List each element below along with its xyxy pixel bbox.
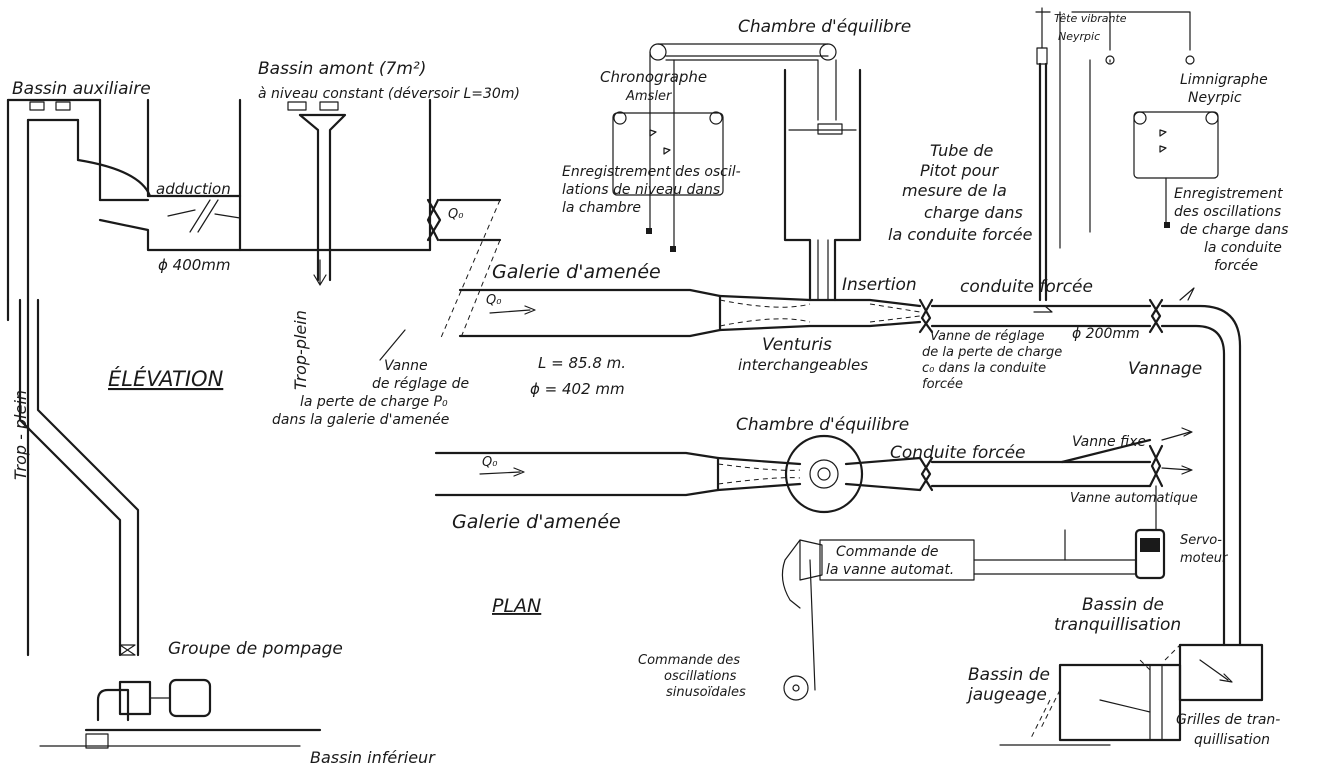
label-q0-elevation: Q₀ [486,293,502,308]
label-tete-vibrante: Tête vibrante [1054,12,1127,25]
label-plan: PLAN [492,595,541,617]
label-adduction: adduction [156,180,231,198]
label-enreg-charge-3: de charge dans [1180,222,1288,238]
label-vanne-galerie-3: la perte de charge P₀ [300,394,448,410]
pitot-tube [1033,7,1195,313]
label-groupe-pompage: Groupe de pompage [168,639,343,659]
label-insertion: Insertion [842,275,917,295]
penstock-plan [918,427,1193,531]
label-servomoteur-2: moteur [1180,551,1229,566]
supply-gallery-plan [434,451,922,497]
label-trop-plein-left: Trop - plein [11,390,30,480]
label-commande-osc-3: sinusoïdales [666,685,746,700]
label-enreg-charge-4: la conduite [1204,240,1282,256]
label-limnigraphe: Limnigraphe [1180,72,1268,88]
label-q0-gallery: Q₀ [448,207,464,222]
label-bassin-auxiliaire: Bassin auxiliaire [12,79,151,99]
supply-gallery-elevation [458,288,922,338]
label-grilles-2: quillisation [1194,732,1270,748]
label-diameter: ϕ = 402 mm [530,380,625,398]
label-commande-vanne-2: la vanne automat. [826,562,954,578]
label-vanne-automatique: Vanne automatique [1070,491,1198,506]
sinusoidal-oscillation-control [783,675,809,701]
label-diam-400: ϕ 400mm [158,256,231,274]
label-commande-vanne-1: Commande de [836,544,939,560]
label-vanne-galerie-4: dans la galerie d'amenée [272,412,449,428]
surge-chamber-elevation [783,68,862,302]
label-length: L = 85.8 m. [538,354,626,372]
label-galerie-amenee: Galerie d'amenée [492,261,661,283]
label-vanne-galerie-1: Vanne [384,358,428,374]
label-tete-vibrante-brand: Neyrpic [1058,30,1100,43]
label-bassin-jaugeage-1: Bassin de [968,665,1050,685]
label-vanne-reglage-2: de la perte de charge [922,345,1062,360]
label-vanne-fixe: Vanne fixe [1072,434,1146,450]
label-interchangeables: interchangeables [738,356,868,374]
label-enreg-niveau-3: la chambre [562,200,641,216]
label-chronographe: Chronographe [600,68,707,86]
label-conduite-forcee-plan: Conduite forcée [890,443,1026,463]
auxiliary-basin [6,98,102,657]
label-vannage: Vannage [1128,359,1202,379]
label-tube-pitot-4: charge dans [924,203,1023,222]
label-elevation: ÉLÉVATION [108,366,224,391]
surge-chamber-plan [784,434,864,514]
recorder-cables [649,43,837,251]
pump-group [39,644,322,749]
label-bassin-tranq-2: tranquillisation [1054,615,1181,635]
label-amsler: Amsler [625,89,673,104]
label-chambre-equilibre-plan: Chambre d'équilibre [736,415,909,435]
label-commande-osc-1: Commande des [638,653,740,668]
label-conduite-forcee: conduite forcée [960,277,1093,297]
label-enreg-charge-2: des oscillations [1174,204,1281,220]
label-tube-pitot-5: la conduite forcée [888,225,1033,244]
label-servomoteur-1: Servo- [1180,533,1222,548]
label-limnigraphe-brand: Neyrpic [1188,90,1242,106]
limnigraph-neyrpic [1133,111,1219,228]
label-chambre-equilibre: Chambre d'équilibre [738,17,911,37]
label-enreg-niveau-2: lations de niveau dans [562,182,720,198]
penstock-elevation [918,287,1242,647]
label-q0-plan: Q₀ [482,455,498,470]
label-niveau-constant: à niveau constant (déversoir L=30m) [258,86,520,102]
constant-level-basin [76,98,432,286]
label-tube-pitot-2: Pitot pour [920,161,1000,180]
label-vanne-galerie-2: de réglage de [372,376,469,392]
label-grilles-1: Grilles de tran- [1176,712,1280,728]
chronograph-amsler [612,111,724,252]
label-bassin-jaugeage-2: jaugeage [966,685,1047,705]
label-bassin-amont: Bassin amont (7m²) [258,59,426,79]
label-vanne-reglage-3: c₀ dans la conduite [922,361,1046,376]
stilling-and-gauging-basins [999,643,1264,746]
label-enreg-charge-1: Enregistrement [1174,186,1283,202]
overflow-pipe-left [6,259,140,657]
label-enreg-niveau-1: Enregistrement des oscil- [562,164,741,180]
label-bassin-inferieur: Bassin inférieur [310,748,436,767]
label-venturis: Venturis [762,335,832,355]
label-vanne-reglage-4: forcée [922,377,963,392]
gallery-valve [379,198,502,361]
label-diam-200: ϕ 200mm [1072,326,1140,342]
label-tube-pitot-3: mesure de la [902,181,1007,200]
label-bassin-tranq-1: Bassin de [1082,595,1164,615]
label-enreg-charge-5: forcée [1214,258,1258,274]
label-commande-osc-2: oscillations [664,669,737,684]
label-vanne-reglage-1: Vanne de réglage [930,329,1044,344]
label-trop-plein: Trop-plein [291,310,310,390]
label-tube-pitot-1: Tube de [930,141,994,160]
automatic-valve-control [781,528,1166,691]
label-galerie-amenee-plan: Galerie d'amenée [452,511,621,533]
